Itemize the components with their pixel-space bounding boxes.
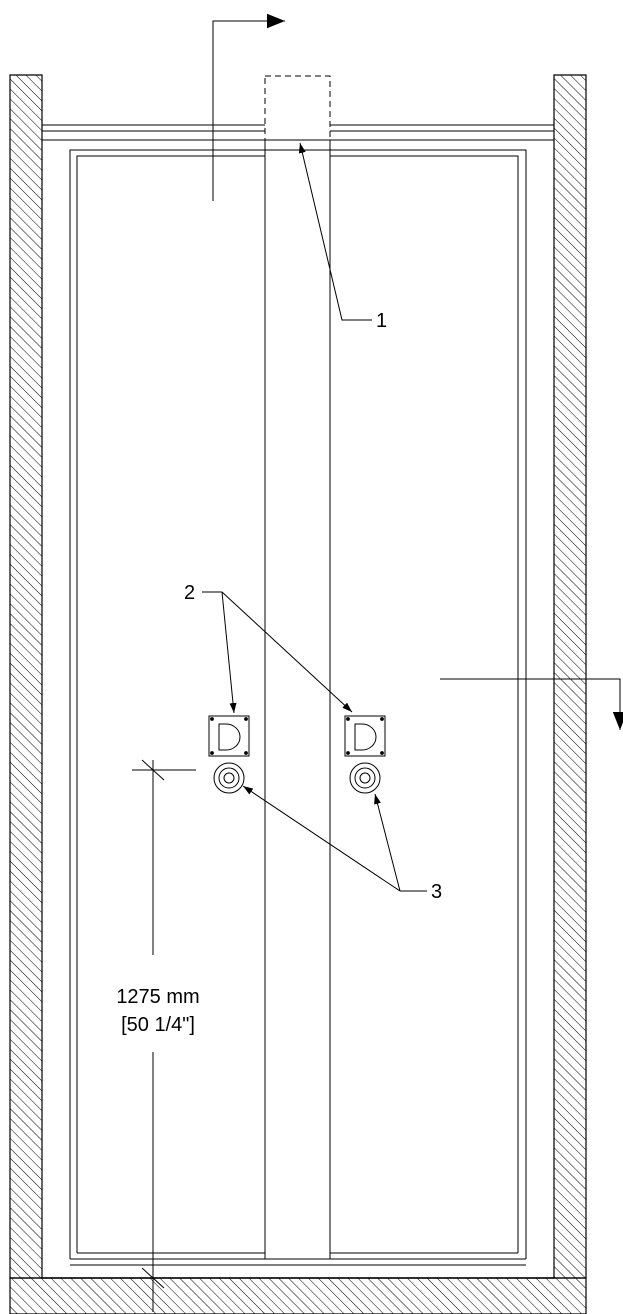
floor-pit [9, 1277, 587, 1314]
callout-1-label: 1 [376, 310, 387, 332]
door-lock-right [349, 762, 381, 794]
left-door-panel [76, 155, 265, 1253]
right-door-panel [330, 155, 519, 1253]
left-wall [9, 74, 43, 1279]
height-dimension-line [132, 759, 196, 1312]
callout-1-leader [298, 142, 372, 321]
callout-2-leader [202, 591, 353, 714]
dimension-imperial: [50 1/4"] [121, 1014, 195, 1036]
door-lock-left [213, 762, 245, 794]
section-arrow-top [212, 13, 285, 201]
right-wall [553, 74, 587, 1279]
door-panels [76, 140, 519, 1259]
section-arrow-right [440, 678, 623, 730]
hoistway-walls [9, 74, 587, 1314]
door-handle-left [208, 715, 250, 757]
header-device-dashed-box [264, 75, 331, 141]
callout-2-label: 2 [184, 582, 195, 604]
callout-3-leader [242, 785, 427, 892]
callout-3-label: 3 [431, 881, 442, 903]
door-handle-right [344, 715, 386, 757]
header-beam [42, 124, 554, 141]
door-frame [69, 149, 527, 1266]
dimension-metric: 1275 mm [116, 986, 199, 1008]
